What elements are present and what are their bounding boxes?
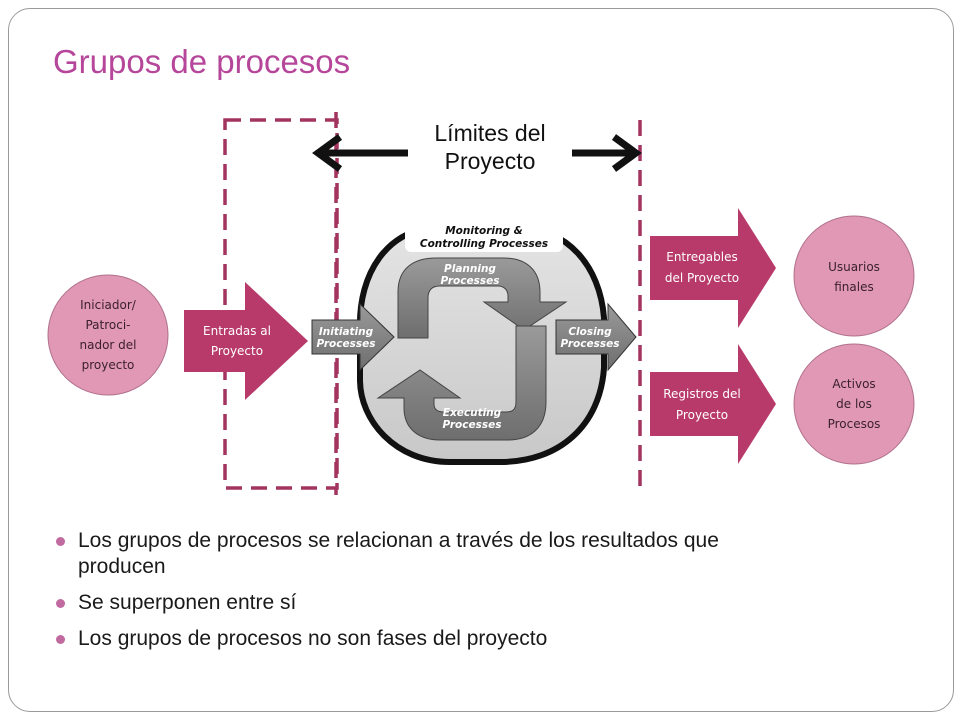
bullet-item: Los grupos de procesos se relacionan a t… <box>56 528 916 580</box>
bullet-text-line2: producen <box>78 555 166 578</box>
slide-title: Grupos de procesos <box>53 43 351 80</box>
initiating-line1: Initiating <box>319 326 374 338</box>
initiator-line3: nador del <box>80 338 137 352</box>
planning-line2: Processes <box>441 275 500 287</box>
boundary-label-line1: Límites del <box>434 120 545 146</box>
initiator-line1: Iniciador/ <box>80 298 137 312</box>
deliverables-arrow-line1: Entregables <box>666 250 738 264</box>
bullet-text-line1: Los grupos de procesos se relacionan a t… <box>78 529 719 552</box>
bullet-item: Los grupos de procesos no son fases del … <box>56 626 916 652</box>
initiator-circle <box>47 274 169 396</box>
deliverables-arrow-line2: del Proyecto <box>665 271 739 285</box>
inputs-arrow <box>184 282 308 400</box>
process-assets-line2: de los <box>836 397 872 411</box>
executing-line2: Processes <box>443 419 502 431</box>
closing-line1: Closing <box>568 326 612 338</box>
inputs-arrow-line2: Proyecto <box>211 344 263 358</box>
records-arrow <box>650 344 776 464</box>
end-users-line1: Usuarios <box>828 260 880 274</box>
bullet-text: Los grupos de procesos no son fases del … <box>78 627 548 650</box>
boundary-label-line2: Proyecto <box>445 148 536 174</box>
left-dashed-box <box>223 118 339 490</box>
end-users-line2: finales <box>834 280 874 294</box>
boundary-arrow-right <box>572 134 642 172</box>
bullet-item: Se superponen entre sí <box>56 590 916 616</box>
inputs-arrow-line1: Entradas al <box>203 324 271 338</box>
monitoring-line2: Controlling Processes <box>420 238 548 250</box>
bullet-text: Se superponen entre sí <box>78 591 297 614</box>
end-users-circle <box>793 215 915 337</box>
records-arrow-line1: Registros del <box>663 387 741 401</box>
monitoring-line1: Monitoring & <box>445 225 523 237</box>
process-groups-graphic: Monitoring & Controlling Processes Plann… <box>311 220 637 465</box>
process-assets-circle <box>793 343 915 465</box>
bullet-list: Los grupos de procesos se relacionan a t… <box>56 528 916 662</box>
initiating-line2: Processes <box>317 338 376 350</box>
records-arrow-line2: Proyecto <box>676 408 728 422</box>
closing-line2: Processes <box>561 338 620 350</box>
boundary-arrow-left <box>312 134 408 172</box>
initiator-line4: proyecto <box>82 358 135 372</box>
initiator-line2: Patroci- <box>85 318 130 332</box>
deliverables-arrow <box>650 208 776 328</box>
executing-line1: Executing <box>443 407 502 419</box>
planning-line1: Planning <box>444 263 496 275</box>
process-assets-line1: Activos <box>832 377 875 391</box>
process-assets-line3: Procesos <box>828 417 881 431</box>
